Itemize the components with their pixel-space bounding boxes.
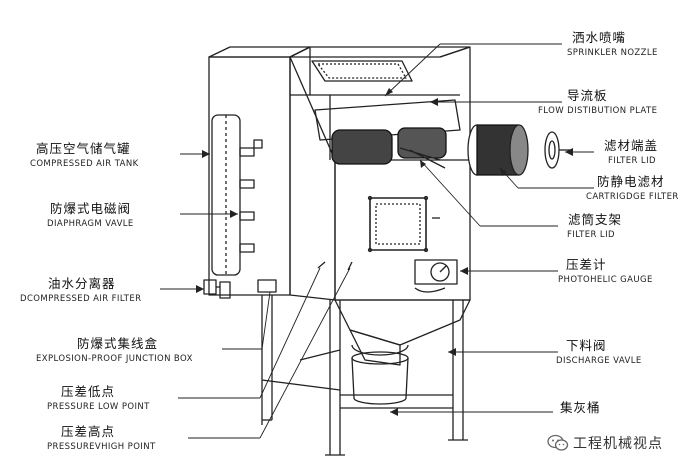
flow-distribution-plate (314, 99, 461, 141)
label-flow-en: FLOW DISTIBUTION PLATE (538, 106, 658, 116)
label-discharge-zh: 下料阀 (566, 338, 607, 353)
label-airtank-en: COMPRESSED AIR TANK (30, 159, 139, 169)
cartridge-inside (331, 127, 447, 169)
label-discharge-en: DISCHARGE VAVLE (556, 356, 642, 366)
label-diaphragm-zh: 防爆式电磁阀 (50, 201, 132, 216)
wechat-icon (547, 434, 569, 451)
filter-lid (544, 131, 572, 169)
label-oilwater-zh: 油水分离器 (48, 276, 116, 291)
label-flow-zh: 导流板 (567, 88, 608, 103)
junction-box (257, 261, 353, 293)
label-gauge-zh: 压差计 (566, 257, 607, 272)
label-sprinkler-en: SPRINKLER NOZZLE (567, 48, 658, 58)
label-sprinkler-zh: 洒水喷嘴 (572, 30, 627, 45)
label-gauge-en: PHOTOHELIC GAUGE (558, 275, 653, 285)
label-phigh-en: PRESSUREVHIGH POINT (47, 442, 156, 452)
label-airtank-zh: 高压空气储气罐 (36, 141, 131, 156)
dust-bin (351, 351, 409, 405)
compressed-air-tank (211, 114, 263, 276)
label-holder-zh: 滤筒支架 (568, 212, 623, 227)
label-diaphragm-en: DIAPHRAGM VAVLE (47, 219, 134, 229)
watermark-text: 工程机械视点 (573, 436, 663, 452)
label-junction-zh: 防爆式集线盒 (77, 336, 159, 351)
label-oilwater-en: DCOMPRESSED AIR FILTER (20, 294, 142, 304)
label-cartridge-zh: 防静电滤材 (597, 174, 665, 189)
label-dustbin-zh: 集灰桶 (560, 400, 601, 415)
external-cartridge (467, 124, 529, 176)
photohelic-gauge (414, 259, 458, 293)
leader-lines (160, 43, 594, 439)
oil-water-separator (203, 279, 231, 299)
label-cartridge-en: CARTRIGDGE FILTER (586, 192, 679, 202)
label-filterlid-zh: 滤材端盖 (604, 138, 659, 153)
label-holder-en: FILTER LID (567, 230, 615, 240)
inspection-window (367, 195, 440, 253)
cabinet-outline (208, 46, 471, 301)
support-frame (261, 295, 468, 456)
label-filterlid-en: FILTER LID (608, 156, 656, 166)
label-plow-en: PRESSURE LOW POINT (47, 402, 150, 412)
label-junction-en: EXPLOSION-PROOF JUNCTION BOX (36, 354, 193, 364)
watermark: 工程机械视点 (547, 433, 663, 453)
label-phigh-zh: 压差高点 (61, 424, 116, 439)
leader-arrows (196, 88, 573, 416)
top-hatch (311, 60, 413, 82)
hopper (334, 299, 471, 366)
label-plow-zh: 压差低点 (61, 384, 116, 399)
